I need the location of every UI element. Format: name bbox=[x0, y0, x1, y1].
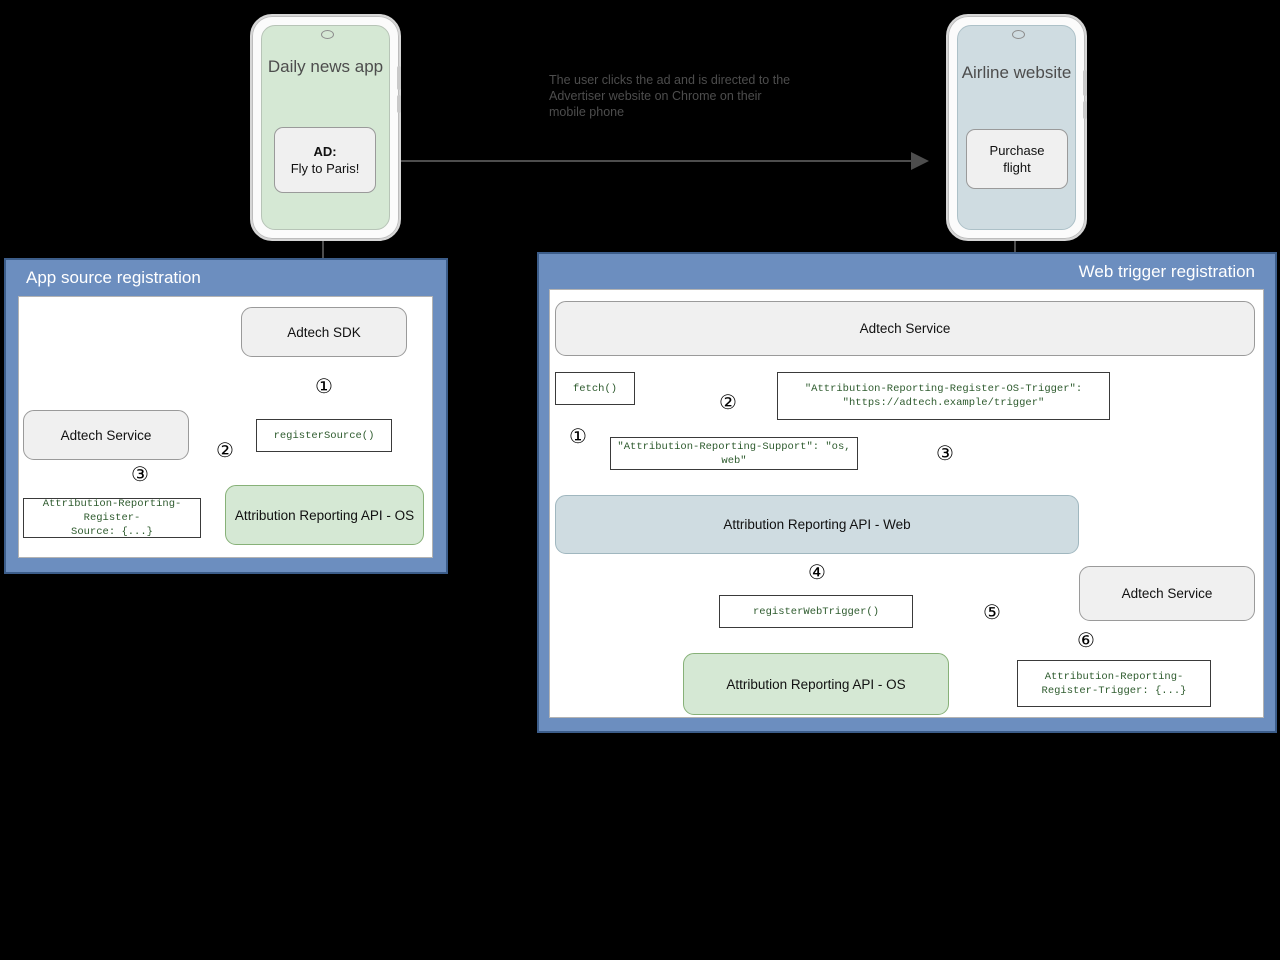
purchase-card-line1: Purchase bbox=[989, 143, 1045, 158]
node-label: Adtech Service bbox=[60, 427, 152, 443]
node-adtech-sdk[interactable]: Adtech SDK bbox=[241, 307, 407, 357]
node-label: Adtech Service bbox=[859, 321, 951, 336]
node-label: Attribution Reporting API - Web bbox=[723, 517, 911, 532]
purchase-card-line2: flight bbox=[1003, 160, 1031, 175]
phone-airline-website: Airline website Purchase flight bbox=[946, 14, 1087, 241]
code-register-trigger-header: Attribution-Reporting- Register-Trigger:… bbox=[1017, 660, 1211, 707]
code-register-os-trigger: "Attribution-Reporting-Register-OS-Trigg… bbox=[777, 372, 1110, 420]
purchase-flight-card[interactable]: Purchase flight bbox=[966, 129, 1068, 189]
flow-caption: The user clicks the ad and is directed t… bbox=[549, 73, 791, 119]
node-label: Adtech SDK bbox=[287, 324, 361, 340]
node-adtech-service-bottom-right[interactable]: Adtech Service bbox=[1079, 566, 1255, 621]
ad-card[interactable]: AD: Fly to Paris! bbox=[274, 127, 376, 193]
step-marker-3-left: ③ bbox=[131, 462, 149, 486]
code-text: Attribution-Reporting- Register-Trigger:… bbox=[1041, 670, 1187, 697]
node-label: Adtech Service bbox=[1121, 586, 1213, 601]
node-attribution-reporting-api-os-right[interactable]: Attribution Reporting API - OS bbox=[683, 653, 949, 715]
code-register-source-header: Attribution-Reporting-Register- Source: … bbox=[23, 498, 201, 538]
phone-left-title: Daily news app bbox=[267, 57, 384, 76]
phone-right-screen bbox=[957, 25, 1076, 230]
camera-icon bbox=[320, 30, 334, 39]
code-text: registerSource() bbox=[273, 429, 375, 442]
code-attribution-reporting-support: "Attribution-Reporting-Support": "os, we… bbox=[610, 437, 858, 470]
node-label: Attribution Reporting API - OS bbox=[234, 507, 415, 523]
node-adtech-service-left[interactable]: Adtech Service bbox=[23, 410, 189, 460]
step-marker-2-left: ② bbox=[216, 438, 234, 462]
node-adtech-service-top-right[interactable]: Adtech Service bbox=[555, 301, 1255, 356]
step-marker-2-right: ② bbox=[719, 390, 737, 414]
panel-left-title: App source registration bbox=[26, 268, 201, 287]
code-fetch: fetch() bbox=[555, 372, 635, 405]
code-text: registerWebTrigger() bbox=[752, 605, 880, 618]
ad-card-line2: Fly to Paris! bbox=[290, 161, 360, 176]
step-marker-1-left: ① bbox=[315, 374, 333, 398]
code-text: "Attribution-Reporting-Register-OS-Trigg… bbox=[804, 383, 1083, 409]
phone-right-button-power[interactable] bbox=[1083, 101, 1087, 119]
panel-right-title: Web trigger registration bbox=[1078, 262, 1255, 281]
step-marker-5-right: ⑤ bbox=[983, 600, 1001, 624]
step-marker-3-right: ③ bbox=[936, 441, 954, 465]
step-marker-4-right: ④ bbox=[808, 560, 826, 584]
node-label: Attribution Reporting API - OS bbox=[726, 676, 906, 692]
code-register-source: registerSource() bbox=[256, 419, 392, 452]
code-text: "Attribution-Reporting-Support": "os, we… bbox=[617, 440, 851, 467]
code-register-web-trigger: registerWebTrigger() bbox=[719, 595, 913, 628]
code-text: fetch() bbox=[572, 382, 618, 395]
phone-left-button-volume[interactable] bbox=[397, 66, 401, 90]
ad-card-line1: AD: bbox=[313, 144, 337, 159]
code-text: Attribution-Reporting-Register- Source: … bbox=[42, 498, 182, 538]
phone-left-button-power[interactable] bbox=[397, 95, 401, 113]
camera-icon bbox=[1011, 30, 1025, 39]
node-attribution-reporting-api-web[interactable]: Attribution Reporting API - Web bbox=[555, 495, 1079, 554]
step-marker-1-right: ① bbox=[569, 424, 587, 448]
node-attribution-reporting-api-os-left[interactable]: Attribution Reporting API - OS bbox=[225, 485, 424, 545]
phone-daily-news: Daily news app AD: Fly to Paris! bbox=[250, 14, 401, 241]
phone-right-title: Airline website bbox=[961, 63, 1072, 82]
phone-right-button-volume[interactable] bbox=[1083, 70, 1087, 96]
step-marker-6-right: ⑥ bbox=[1077, 628, 1095, 652]
